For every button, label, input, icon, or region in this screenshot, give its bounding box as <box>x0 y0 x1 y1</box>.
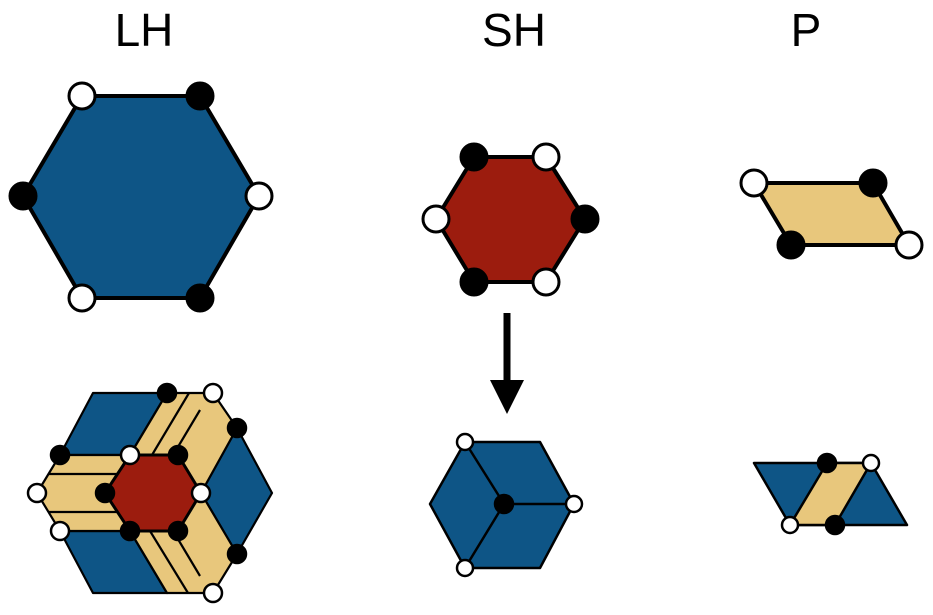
vertex-black <box>459 267 489 297</box>
vertex-white <box>421 204 451 234</box>
label-lh: LH <box>115 4 174 56</box>
vertex-black <box>185 81 215 111</box>
vertex-black <box>824 514 846 536</box>
label-p: P <box>791 4 822 56</box>
lh-vertex-dots <box>8 81 274 313</box>
vertex-black <box>94 482 116 504</box>
vertex-black <box>185 283 215 313</box>
down-arrow <box>490 313 524 414</box>
vertex-white <box>739 168 769 198</box>
vertex-white <box>202 382 224 404</box>
vertex-white <box>780 515 800 535</box>
vertex-black <box>167 444 189 466</box>
vertex-black <box>8 181 38 211</box>
vertex-black <box>459 142 489 172</box>
vertex-black <box>226 417 248 439</box>
vertex-white <box>244 181 274 211</box>
vertex-white <box>531 142 561 172</box>
sh-result-dots <box>455 432 584 578</box>
vertex-white <box>67 81 97 111</box>
vertex-white <box>455 432 475 452</box>
vertex-black <box>493 493 515 515</box>
vertex-white <box>190 482 212 504</box>
vertex-white <box>861 453 881 473</box>
vertex-black <box>570 204 600 234</box>
vertex-black <box>858 168 888 198</box>
vertex-white <box>119 444 141 466</box>
vertex-black <box>226 543 248 565</box>
vertex-white <box>531 267 561 297</box>
vertex-white <box>202 582 224 604</box>
vertex-black <box>156 382 178 404</box>
vertex-black <box>119 520 141 542</box>
vertex-white <box>894 230 924 260</box>
p-vertex-dots <box>739 168 924 260</box>
p-parallelogram <box>752 181 911 247</box>
vertex-black <box>167 520 189 542</box>
vertex-black <box>49 444 71 466</box>
vertex-white <box>67 283 97 313</box>
label-sh: SH <box>482 4 546 56</box>
lh-hexagon <box>21 94 261 300</box>
vertex-black <box>816 452 838 474</box>
vertex-white <box>26 482 48 504</box>
p-result-dots <box>780 452 881 536</box>
vertex-black <box>776 230 806 260</box>
vertex-white <box>49 520 71 542</box>
sh-vertex-dots <box>421 142 600 297</box>
vertex-white <box>564 494 584 514</box>
sh-hexagon <box>434 155 587 284</box>
lh-composite-dots <box>26 382 248 604</box>
vertex-white <box>455 558 475 578</box>
